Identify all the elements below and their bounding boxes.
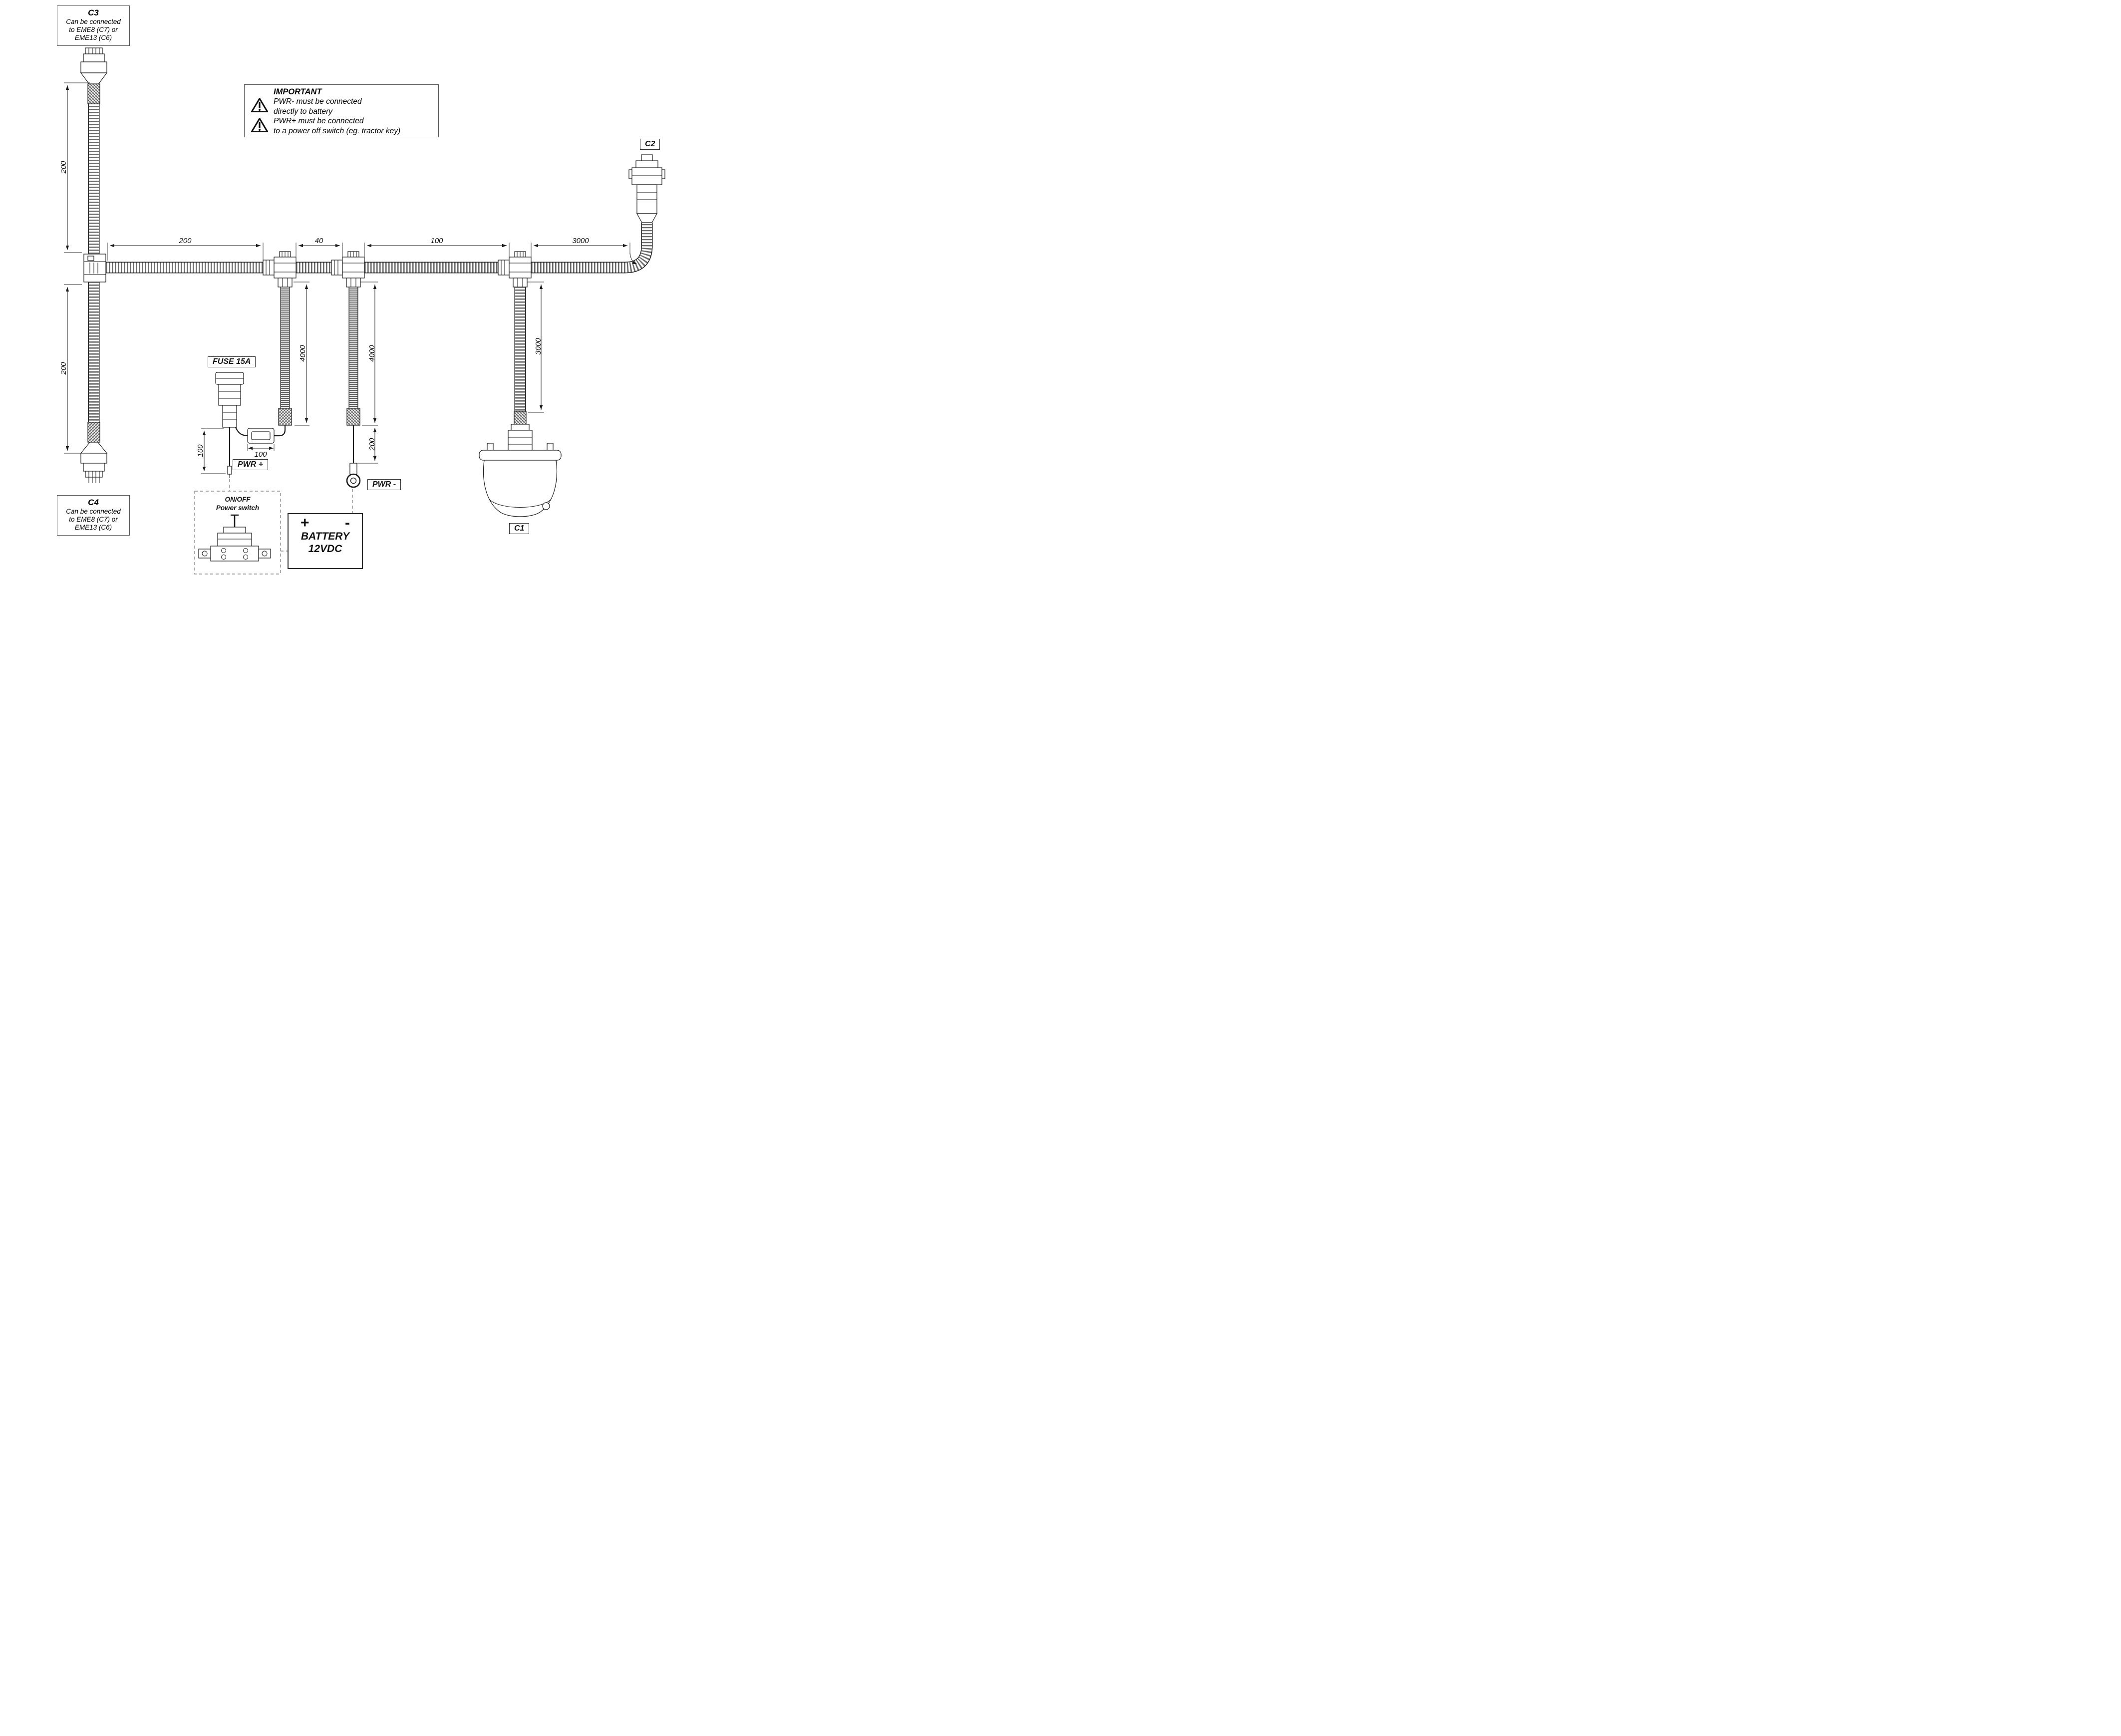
pwr-minus-ring-terminal <box>346 425 361 488</box>
connector-c4 <box>80 422 108 483</box>
connector-c2-tag: C2 <box>640 139 660 150</box>
connector-c4-note: EME13 (C6) <box>74 524 112 531</box>
dim-fuse-drop: 4000 <box>298 345 307 362</box>
warning-line: to a power off switch (eg. tractor key) <box>274 126 401 135</box>
fuse-label: FUSE 15A <box>208 356 256 367</box>
dim-segment-3: 100 <box>430 236 443 245</box>
pwr-minus-label: PWR - <box>367 479 401 490</box>
connector-c2 <box>628 154 665 223</box>
branch-connector-fuse <box>263 251 297 288</box>
warning-title: IMPORTANT <box>274 87 322 96</box>
battery-minus-terminal: - <box>345 515 350 531</box>
connector-c4-label: C4 <box>88 498 99 507</box>
connector-c4-note: Can be connected <box>66 508 121 515</box>
power-switch-label-line: ON/OFF <box>225 496 251 503</box>
dim-fuse-tail: 100 <box>196 444 205 457</box>
c4-mesh-sleeve <box>87 422 100 443</box>
battery-box: + - BATTERY 12VDC <box>288 513 363 569</box>
c1-thread-sleeve <box>514 411 527 425</box>
wiring-harness-diagram: C3 Can be connected to EME8 (C7) or EME1… <box>0 0 707 579</box>
connector-c3 <box>80 47 108 104</box>
dim-c4-branch: 200 <box>59 362 68 375</box>
fuse-assembly <box>215 372 286 478</box>
connector-c4-note: to EME8 (C7) or <box>69 516 118 523</box>
branch-connector-c1 <box>498 251 532 288</box>
pwr-plus-pin <box>227 466 232 475</box>
dim-segment-1: 200 <box>179 236 192 245</box>
dim-segment-2: 40 <box>314 236 323 245</box>
warning-triangle-icon <box>251 98 268 112</box>
power-switch-graphic <box>198 514 271 562</box>
dim-c3-branch: 200 <box>59 161 68 174</box>
c3-mesh-sleeve <box>87 83 100 104</box>
warning-triangle-icon <box>251 118 268 132</box>
connector-c4-callout: C4 Can be connected to EME8 (C7) or EME1… <box>57 495 130 536</box>
battery-voltage: 12VDC <box>308 543 342 555</box>
main-harness-tube <box>106 223 647 268</box>
warning-line: PWR- must be connected <box>274 97 362 106</box>
connector-c3-note: EME13 (C6) <box>74 34 112 41</box>
junction-connector <box>83 254 106 283</box>
dim-c1-drop: 3000 <box>534 338 543 355</box>
power-switch-label-line: Power switch <box>216 504 260 512</box>
connector-c3-label: C3 <box>88 8 99 17</box>
warning-line: directly to battery <box>274 107 333 116</box>
pwr-plus-label: PWR + <box>233 459 269 470</box>
switch-enclosure-dashed <box>194 491 281 575</box>
pwr-minus-mesh-sleeve <box>346 408 360 426</box>
dim-segment-4: 3000 <box>572 236 589 245</box>
important-warning-box: IMPORTANT PWR- must be connected directl… <box>244 84 439 137</box>
power-switch-label: ON/OFF Power switch <box>200 495 275 512</box>
dim-pwr-minus-drop: 4000 <box>367 345 376 362</box>
connector-c3-note: Can be connected <box>66 18 121 25</box>
connector-c3-note: to EME8 (C7) or <box>69 26 118 33</box>
fuse-drop-mesh-sleeve <box>278 408 292 426</box>
diagram-linework <box>64 47 665 575</box>
connector-c1-tag: C1 <box>509 523 530 534</box>
battery-plus-terminal: + <box>301 515 309 531</box>
connector-c3-callout: C3 Can be connected to EME8 (C7) or EME1… <box>57 5 130 46</box>
dim-pwr-minus-tail: 200 <box>367 438 376 451</box>
dimension-lines <box>64 82 637 474</box>
branch-connector-pwr-minus <box>331 251 365 288</box>
dim-pwr-plus-jumper: 100 <box>254 450 267 459</box>
battery-name: BATTERY <box>301 531 350 542</box>
c1-device <box>479 411 562 517</box>
warning-line: PWR+ must be connected <box>274 117 364 125</box>
